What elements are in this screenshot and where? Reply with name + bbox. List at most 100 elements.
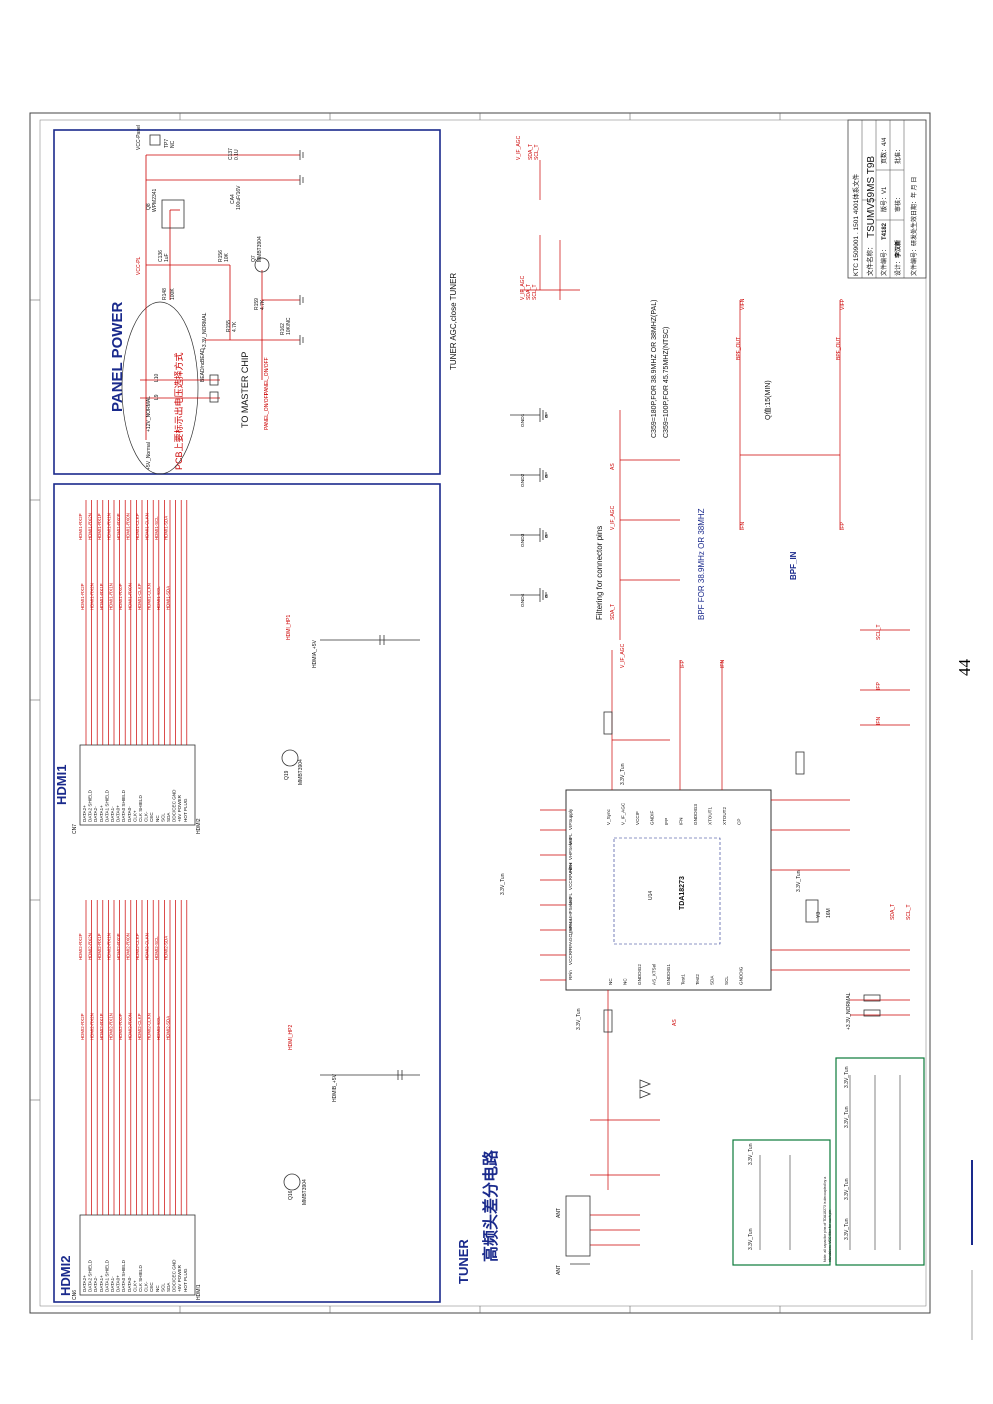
tuner-3v3-normal: +3.3V_NORMAL [846, 992, 852, 1030]
hdmi2-net: HDMI2-RX1N [107, 933, 112, 960]
tun-3v3-1: 3.3V_Tun [576, 1008, 582, 1030]
tun-3v3-3: 3.3V_Tun [796, 870, 802, 892]
hdmi2-net-2: HDMI2-RX0P [118, 1013, 123, 1040]
hdmi-pin-label: CLK+ [132, 1280, 137, 1292]
hdmi1-net-2: HDMI1-RX0N [128, 583, 133, 610]
tuner-pin-left: RFAGC_Sense [568, 918, 573, 950]
vcc-panel-label: VCC-Panel [136, 125, 142, 150]
tuner-pin-top: XTOUT1 [708, 807, 713, 825]
hdmi-pin-label: DDC/CEC GND [172, 789, 177, 822]
hdmi2-net: HDMI2-CLKN [145, 933, 150, 960]
tuner-pin-left: UHFH [568, 922, 573, 935]
hdmi-pin-label: HOT PLUG [183, 798, 188, 822]
agc-v-if-label: V_IF_AGC [520, 275, 526, 300]
hdmi2-part: HDMI1 [196, 1284, 202, 1300]
tuner-pin-left: VHFSelect [568, 837, 573, 860]
vifn-label: VIFN [740, 298, 746, 310]
tuner-pin-top: IFN [679, 818, 684, 825]
bpf-out-label-2: BPF_OUT [836, 337, 842, 360]
bpf-in-label: BPF_IN [789, 551, 798, 580]
c137-value: 0.1U [234, 149, 240, 160]
agc-top-scl: SCL_T [534, 144, 540, 160]
tuner-agc-note: TUNER AGC,close TUNER [449, 273, 458, 370]
title-file-no-label: 文件编号： [880, 246, 888, 276]
hdmi2-net: HDMI2-SCL [154, 936, 159, 960]
tuner-pin-bottom: GNDDIG2 [637, 964, 642, 985]
ground-label: GND4 [520, 593, 526, 607]
stack-note-2: standalone VCC filter for each pin [828, 1210, 832, 1262]
right-ifp-label: IFP [876, 682, 882, 690]
tun-3v3-7: 3.3V_Tun [844, 1066, 850, 1088]
hdmi-pin-label: DATA2+ [82, 805, 87, 822]
decoupling-caps [759, 1075, 901, 1250]
hdmi-box [53, 483, 441, 1303]
filter-v-if-label: V_IF_AGC [610, 505, 616, 530]
q7-part: MMBT3904 [257, 236, 263, 262]
title-file-name: TSUMV59MS T9B [866, 156, 877, 238]
hdmi-pin-label: DATA1 SHIELD [104, 1259, 109, 1292]
title-approve: 批准： [894, 146, 902, 164]
ground-symbol [510, 468, 547, 482]
r162-label: R162 [280, 323, 286, 335]
tuner-pin-bottom: GNDDIG [739, 966, 744, 985]
r156-label: R156 [218, 250, 224, 262]
tda18273-pad [613, 837, 721, 945]
hdmi-pin-label: SCL [160, 813, 165, 822]
ground-g-label: G [544, 474, 550, 478]
bpf-out-label: BPF_OUT [736, 337, 742, 360]
hdmi-pin-label: DATA1- [110, 806, 115, 822]
hdmi1-net-2: HDMI1-RX1N [109, 583, 114, 610]
r148-label: R148 [162, 288, 168, 300]
tuner-pin-left: RFin [568, 970, 573, 980]
tuner-pin-top: CP [737, 819, 742, 825]
hdmi-pin-label: SDA [166, 1282, 171, 1292]
hdmi-pin-label: +5V POWER [177, 794, 182, 822]
hdmi-pin-label: DATA2 SHIELD [88, 789, 93, 822]
hdmi1-net: HDMI1-CLKP [135, 513, 140, 540]
r148-value: 100K [170, 288, 176, 300]
hdmi1-part: HDMI2 [196, 818, 202, 834]
ant-label-2: ANT [556, 1208, 562, 1218]
tuner-pin-left: VHFL [568, 833, 573, 845]
hdmi2-net-2: HDMI2-CLKN [147, 1013, 152, 1040]
hdmi-pin-label: HOT PLUG [183, 1268, 188, 1292]
panel-power-wires [140, 154, 300, 440]
vifp-label: VIFP [840, 298, 846, 310]
hdmi-pin-label: CEC [149, 1282, 154, 1292]
hdmi2-net: HDMI2-RX0N [126, 933, 131, 960]
panel-note: PCB上要标示出电压选择方式 [173, 352, 184, 470]
agc-top-label: V_IF_AGC [516, 135, 522, 160]
tuner-components [565, 711, 881, 1265]
filter-as-label: AS [610, 463, 616, 470]
hdmia-5v-label: HDMIA_+5V [312, 639, 318, 668]
page-number: 44 [955, 659, 974, 676]
right-ifn-label: IFN [876, 717, 882, 725]
filter-sda-label: SDA_T [610, 604, 616, 620]
title-file-name-label: 文件名称： [865, 244, 874, 277]
q16-label: Q16 [288, 1190, 294, 1200]
hdmi-pin-label: NC [155, 1285, 160, 1292]
bpf-ifp-label: IFP [840, 522, 846, 530]
panel-on-label: PANEL_ON/OFF [264, 357, 270, 395]
hdmi1-net: HDMI1-RX1N [107, 513, 112, 540]
tuner-pin-top: GNDDIG3 [693, 804, 698, 825]
plus12-normal-label: +12V_NORMAL [146, 396, 152, 432]
tuner-pin-bottom: SDA [710, 975, 715, 985]
tun-3v3-9: 3.3V_Tun [844, 1178, 850, 1200]
l10-label: L10 [154, 373, 160, 382]
ground-label: GND1 [520, 413, 526, 427]
title-company: KTC 1509001 . 1501 4001体系文件 [851, 173, 860, 276]
panel-power-labels: VCC-Panel VCC-PL +5V_Normal +12V_NORMAL … [136, 125, 292, 470]
hdmi-pin-label: CLK- [144, 811, 149, 822]
hdmi-pin-label: DATA0 SHIELD [121, 789, 126, 822]
tp7-nc: NC [170, 140, 176, 148]
q-value-note: Q值:15(MIN) [763, 380, 772, 420]
hdmi1-net: HDMI1-SDA [164, 516, 169, 540]
bead-nc-label: BEAD/nc [200, 361, 206, 382]
ifp-label: IFP [680, 660, 686, 668]
r159-label: R159 [254, 298, 260, 310]
tuner-pin-left: VCCRF [568, 949, 573, 965]
hdmi-pin-label: CLK+ [132, 810, 137, 822]
filtering-note: Filtering for connector pins [595, 526, 604, 620]
hdmi1-net: HDMI1-SCL [154, 516, 159, 540]
